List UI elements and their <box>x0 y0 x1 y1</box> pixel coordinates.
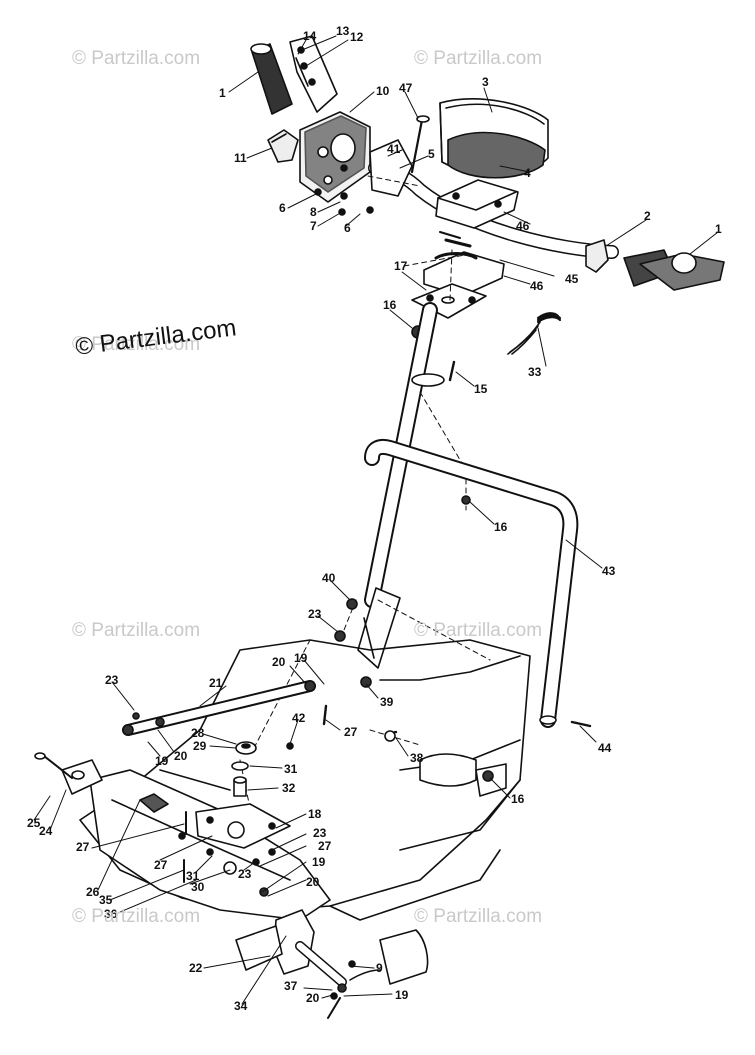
callout-42: 42 <box>292 711 306 725</box>
callout-46b: 46 <box>530 279 544 293</box>
callout-47: 47 <box>399 81 413 95</box>
callout-16a: 16 <box>383 298 397 312</box>
right-controls <box>585 239 725 291</box>
callout-30: 30 <box>191 880 205 894</box>
callout-21: 21 <box>209 676 223 690</box>
callout-29: 29 <box>193 739 207 753</box>
callout-19b: 19 <box>155 754 169 768</box>
left-grip <box>250 43 293 115</box>
callout-40: 40 <box>322 571 336 585</box>
callout-23d: 23 <box>238 867 252 881</box>
callout-31b: 31 <box>186 869 200 883</box>
bolt-47 <box>410 118 424 174</box>
callout-3: 3 <box>482 75 489 89</box>
cable-coil <box>507 312 562 355</box>
lower-clamp <box>423 231 505 297</box>
callout-8: 8 <box>310 205 317 219</box>
watermark-6: © Partzilla.com <box>414 906 543 927</box>
front-cover <box>419 753 507 797</box>
callout-1b: 1 <box>715 222 722 236</box>
callout-23b: 23 <box>105 673 119 687</box>
watermark-2: © Partzilla.com <box>414 48 543 69</box>
callout-20c: 20 <box>306 875 320 889</box>
callout-43: 43 <box>602 564 616 578</box>
bolt-15 <box>448 360 456 382</box>
callout-35: 35 <box>99 893 113 907</box>
steering-hoop <box>364 438 579 728</box>
callout-23a: 23 <box>308 607 322 621</box>
watermark-7: © Partzilla.com <box>72 334 201 355</box>
callout-12: 12 <box>350 30 364 44</box>
watermark-5: © Partzilla.com <box>72 906 201 927</box>
leader-lines <box>33 35 719 1005</box>
callout-26: 26 <box>86 885 100 899</box>
callout-labels: 1 14 13 12 10 47 3 11 41 5 4 6 8 7 6 46 … <box>27 24 722 1013</box>
callout-11: 11 <box>234 151 247 165</box>
part-11 <box>267 129 299 163</box>
callout-27b: 27 <box>76 840 90 854</box>
callout-45: 45 <box>565 272 579 286</box>
callout-19a: 19 <box>294 651 308 665</box>
bushing-parts <box>231 741 257 797</box>
watermark-1: © Partzilla.com <box>72 48 201 69</box>
callout-27a: 27 <box>344 725 358 739</box>
callout-6b: 6 <box>344 221 351 235</box>
callout-14: 14 <box>303 29 317 43</box>
callout-41: 41 <box>387 142 401 156</box>
watermark-4: © Partzilla.com <box>414 620 543 641</box>
callout-20d: 20 <box>306 991 320 1005</box>
callout-10: 10 <box>376 84 390 98</box>
callout-16c: 16 <box>511 792 525 806</box>
upper-clamp <box>435 179 519 229</box>
lower-frame <box>89 769 331 921</box>
callout-39: 39 <box>380 695 394 709</box>
callout-2: 2 <box>644 209 651 223</box>
callout-27d: 27 <box>154 858 168 872</box>
left-spindle <box>34 752 103 795</box>
callout-36: 36 <box>104 907 118 921</box>
callout-13: 13 <box>336 24 350 38</box>
callout-15: 15 <box>474 382 488 396</box>
callout-5: 5 <box>428 147 435 161</box>
callout-17: 17 <box>394 259 408 273</box>
callout-18: 18 <box>308 807 322 821</box>
watermark-3: © Partzilla.com <box>72 620 201 641</box>
callout-22: 22 <box>189 961 203 975</box>
callout-16b: 16 <box>494 520 508 534</box>
callout-31a: 31 <box>284 762 298 776</box>
callout-34: 34 <box>234 999 248 1013</box>
callout-24: 24 <box>39 824 53 838</box>
callout-38: 38 <box>410 751 424 765</box>
callout-37: 37 <box>284 979 298 993</box>
steering-post <box>357 302 445 669</box>
callout-23c: 23 <box>313 826 327 840</box>
callout-1a: 1 <box>219 86 226 100</box>
fasteners <box>132 164 592 1000</box>
callout-19d: 19 <box>395 988 409 1002</box>
steering-plate <box>195 803 291 849</box>
callout-20b: 20 <box>174 749 188 763</box>
callout-33: 33 <box>528 365 542 379</box>
handlebar-pad <box>439 98 549 179</box>
steering-post-plate <box>411 283 487 319</box>
throttle-housing <box>299 111 371 203</box>
callout-46a: 46 <box>516 219 530 233</box>
callout-9: 9 <box>376 961 383 975</box>
callout-6a: 6 <box>279 201 286 215</box>
right-spindle <box>235 909 429 1019</box>
callout-27c: 27 <box>318 839 332 853</box>
callout-25: 25 <box>27 816 41 830</box>
lever-bracket <box>289 35 338 113</box>
callout-32: 32 <box>282 781 296 795</box>
callout-4: 4 <box>524 166 531 180</box>
callout-7: 7 <box>310 219 317 233</box>
callout-20a: 20 <box>272 655 286 669</box>
callout-19c: 19 <box>312 855 326 869</box>
callout-28: 28 <box>191 726 205 740</box>
callout-44: 44 <box>598 741 612 755</box>
